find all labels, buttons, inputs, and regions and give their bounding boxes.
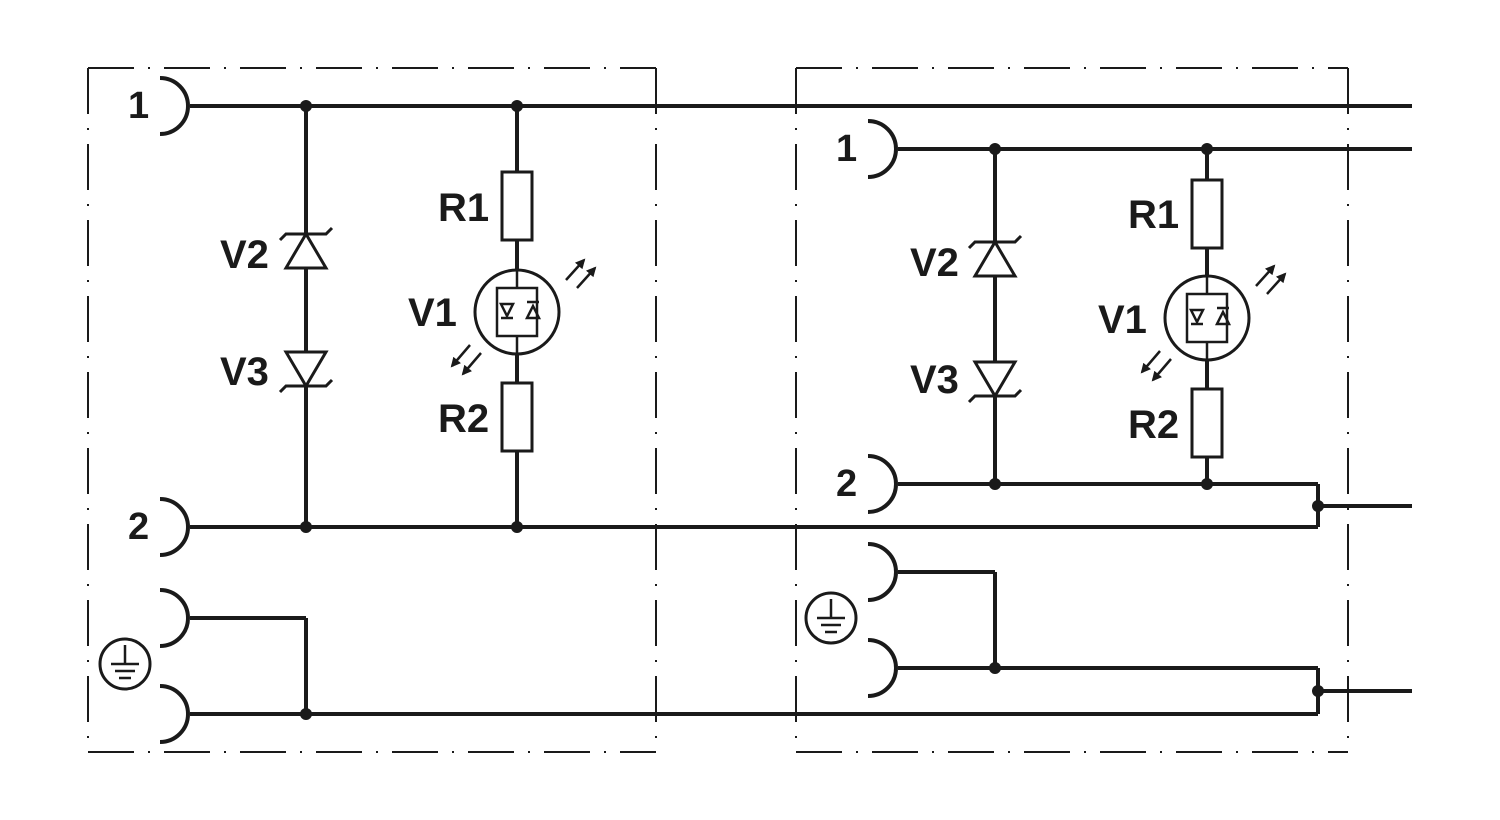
left-housing-outline	[87, 67, 657, 753]
zener-v3-label: V3	[220, 350, 269, 394]
light-incident-arrows-icon	[450, 344, 482, 376]
resistor-icon	[500, 170, 534, 242]
resistor-r1-label: R1	[1128, 193, 1179, 237]
zener-diode-icon	[967, 360, 1023, 404]
resistor-icon	[1190, 178, 1224, 250]
pin-1-label: 1	[836, 128, 857, 170]
resistor-r2-label: R2	[1128, 403, 1179, 447]
led-v1-label: V1	[408, 291, 457, 335]
resistor-icon	[1190, 387, 1224, 459]
pin-2-label: 2	[836, 463, 857, 505]
zener-v3-label: V3	[910, 358, 959, 402]
zener-diode-icon	[278, 350, 334, 394]
bicolor-led-icon	[1163, 274, 1251, 362]
light-emission-arrows-icon	[565, 258, 597, 289]
resistor-r1-label: R1	[438, 186, 489, 230]
protective-earth-icon	[804, 591, 858, 645]
wiring	[190, 104, 1412, 716]
protective-earth-icon	[98, 637, 152, 691]
zener-v2-label: V2	[220, 233, 269, 277]
right-housing-outline	[795, 67, 1349, 753]
light-incident-arrows-icon	[1140, 350, 1172, 382]
resistor-icon	[500, 381, 534, 453]
bicolor-led-icon	[473, 268, 561, 356]
junction-dot	[300, 100, 1324, 720]
resistor-r2-label: R2	[438, 397, 489, 441]
zener-v2-label: V2	[910, 241, 959, 285]
pin-2-label: 2	[128, 506, 149, 548]
pin-1-label: 1	[128, 85, 149, 127]
socket-contact-icon	[159, 76, 898, 744]
zener-diode-icon	[967, 234, 1023, 278]
light-emission-arrows-icon	[1255, 264, 1287, 295]
zener-diode-icon	[278, 226, 334, 270]
led-v1-label: V1	[1098, 298, 1147, 342]
